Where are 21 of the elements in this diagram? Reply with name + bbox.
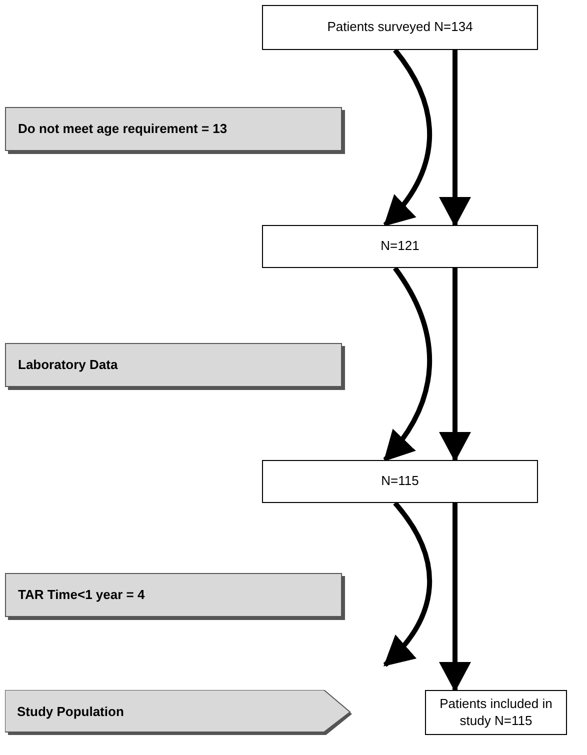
node-label: N=121	[380, 238, 420, 255]
node-label: Laboratory Data	[18, 356, 118, 374]
node-label: Study Population	[17, 703, 124, 722]
exclusion-box	[5, 573, 342, 617]
count-box	[425, 690, 567, 735]
count-box	[262, 460, 538, 503]
exclusion-box	[5, 107, 342, 151]
exclusion-box	[5, 343, 342, 387]
node-label: TAR Time<1 year = 4	[18, 586, 145, 604]
node-label: Patients included in study N=115	[438, 696, 554, 729]
arrow	[439, 268, 471, 462]
node-label: Patients surveyed N=134	[327, 19, 473, 36]
arrow	[383, 266, 432, 462]
node-label: Do not meet age requirement = 13	[18, 120, 228, 138]
arrow	[383, 48, 432, 227]
count-box	[262, 5, 538, 50]
arrow	[383, 501, 432, 667]
arrow	[439, 50, 471, 227]
arrow	[439, 503, 471, 692]
count-box	[262, 225, 538, 268]
node-label: N=115	[381, 473, 419, 490]
